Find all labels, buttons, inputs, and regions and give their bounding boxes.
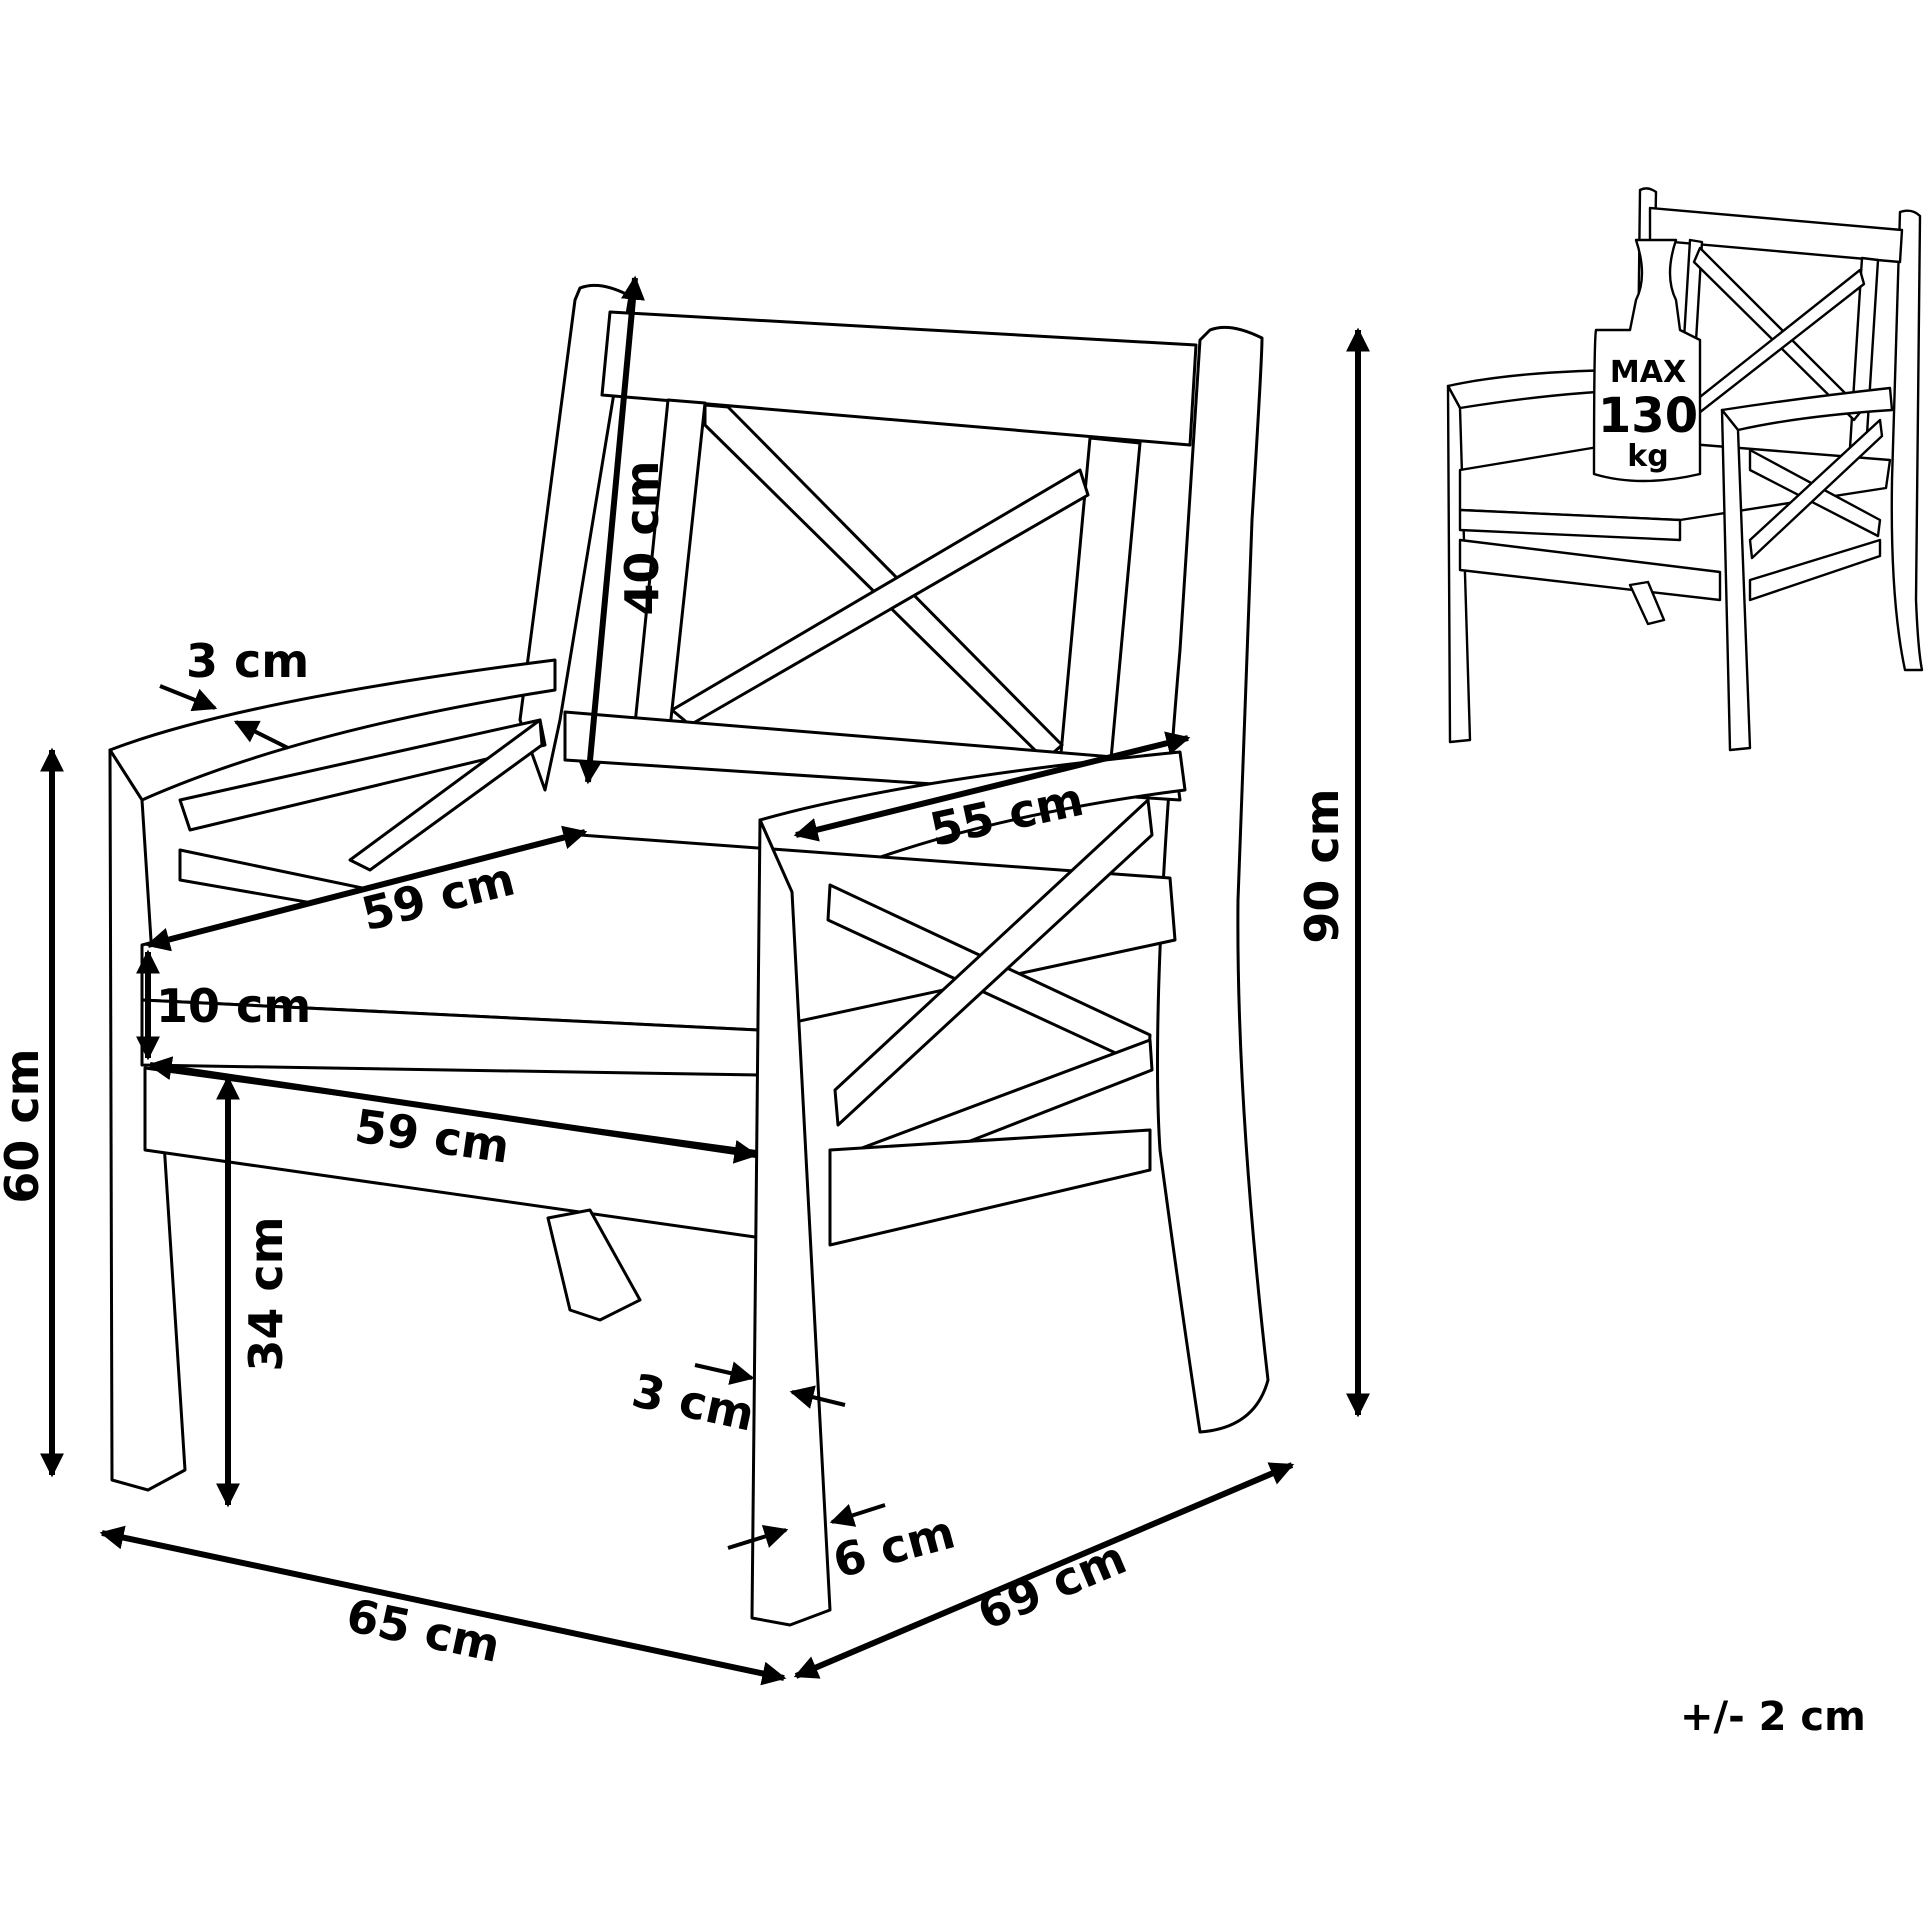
pointer-leg-b <box>789 1385 846 1409</box>
pointer-armrest-a <box>159 684 218 712</box>
chair-drawing <box>108 283 1270 1627</box>
max-load-badge: MAX 130 kg <box>1598 355 1698 474</box>
arrow-back-width <box>793 731 1191 842</box>
pointer-armrest-b <box>233 720 289 750</box>
label-back-height: 40 cm <box>615 460 669 615</box>
max-load-line2: 130 <box>1598 388 1698 444</box>
label-total-depth: 69 cm <box>970 1530 1134 1640</box>
label-total-height: 90 cm <box>1295 788 1349 943</box>
dimension-arrows <box>40 275 1370 1686</box>
label-cushion-thickness: 10 cm <box>156 979 311 1033</box>
pointer-legw-b <box>829 1503 886 1527</box>
max-load-line3: kg <box>1627 439 1668 474</box>
arrow-total-width <box>99 1525 787 1686</box>
label-armrest-thickness: 3 cm <box>186 634 309 688</box>
max-load-line1: MAX <box>1610 355 1686 390</box>
thumbnail-chair <box>1446 187 1924 752</box>
label-armrest-height: 60 cm <box>0 1048 49 1203</box>
pointer-leg-a <box>694 1361 755 1385</box>
tolerance-note: +/- 2 cm <box>1680 1694 1866 1740</box>
arrow-back-height <box>578 275 645 785</box>
arrow-seat-depth <box>145 825 588 952</box>
label-seat-height: 34 cm <box>239 1216 293 1371</box>
arrow-seat-width <box>147 1056 759 1164</box>
arrow-total-depth <box>793 1462 1295 1679</box>
